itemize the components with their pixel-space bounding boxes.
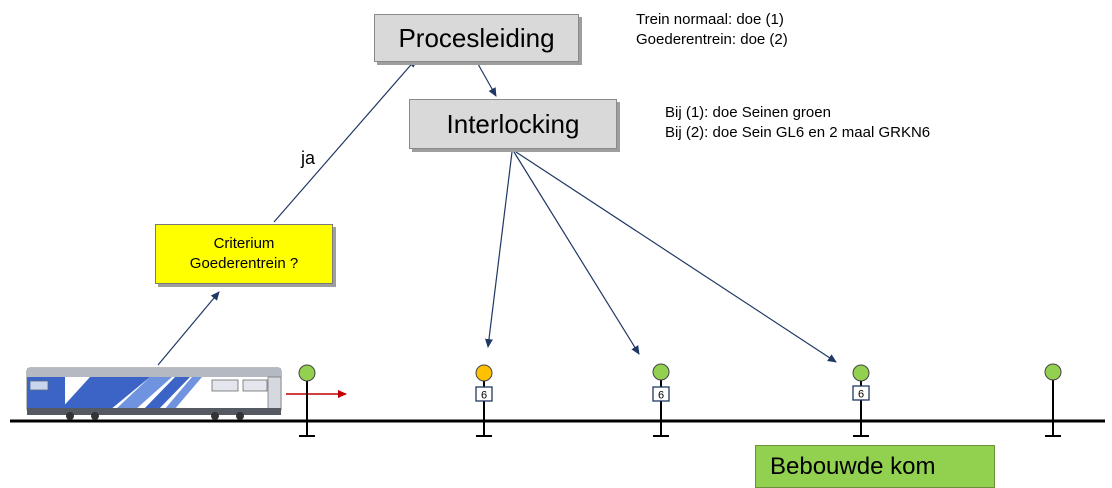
arrow-interlocking-to-sein-3 — [513, 151, 640, 355]
procesleiding-label: Procesleiding — [398, 22, 555, 53]
arrow-interlocking-to-sein-2 — [485, 151, 513, 348]
snelheid-bord-4-text: 6 — [858, 389, 864, 401]
interlocking-note: Bij (1): doe Seinen groen Bij (2): doe S… — [665, 103, 930, 143]
criterium-line-2: Goederentrein ? — [189, 255, 299, 272]
interlocking-note-line-2: Bij (2): doe Sein GL6 en 2 maal GRKN6 — [665, 124, 931, 141]
arrow-train-to-criterium — [157, 291, 220, 366]
interlocking-note-line-1: Bij (1): doe Seinen groen — [665, 104, 831, 121]
sein-5 — [1044, 363, 1062, 437]
locomotive-image — [26, 367, 282, 420]
edge-label-ja: ja — [301, 148, 316, 168]
snelheid-bord-2 — [475, 386, 493, 402]
sein-4: 6 — [852, 364, 870, 437]
sein-3: 6 — [652, 363, 670, 437]
signal-lamp-5 — [1044, 363, 1062, 381]
procesleiding-note-line-1: Trein normaal: doe (1) — [636, 11, 784, 28]
criterium-box: Criterium Goederentrein ? — [155, 224, 333, 284]
sein-2: 6 — [475, 364, 493, 437]
signal-lamp-1 — [298, 364, 316, 382]
criterium-line-1: Criterium — [213, 235, 275, 252]
procesleiding-note: Trein normaal: doe (1) Goederentrein: do… — [636, 10, 788, 50]
interlocking-label: Interlocking — [446, 108, 580, 139]
snelheid-bord-4 — [852, 385, 870, 401]
snelheid-bord-3-text: 6 — [658, 390, 664, 402]
arrow-interlocking-to-sein-4 — [515, 151, 837, 363]
interlocking-box: Interlocking — [409, 99, 617, 149]
procesleiding-note-line-2: Goederentrein: doe (2) — [636, 31, 788, 48]
snelheid-bord-2-text: 6 — [481, 390, 487, 402]
procesleiding-box: Procesleiding — [374, 14, 579, 62]
sein-1 — [298, 364, 316, 437]
signal-lamp-2 — [475, 364, 493, 382]
signal-lamp-3 — [652, 363, 670, 381]
snelheid-bord-3 — [652, 386, 670, 402]
arrow-criterium-to-procesleiding — [273, 58, 417, 223]
bebouwde-kom-label: Bebouwde kom — [770, 452, 936, 480]
arrow-procesleiding-to-interlocking — [477, 63, 497, 97]
signal-lamp-4 — [852, 364, 870, 382]
bebouwde-kom-box: Bebouwde kom — [755, 445, 995, 488]
